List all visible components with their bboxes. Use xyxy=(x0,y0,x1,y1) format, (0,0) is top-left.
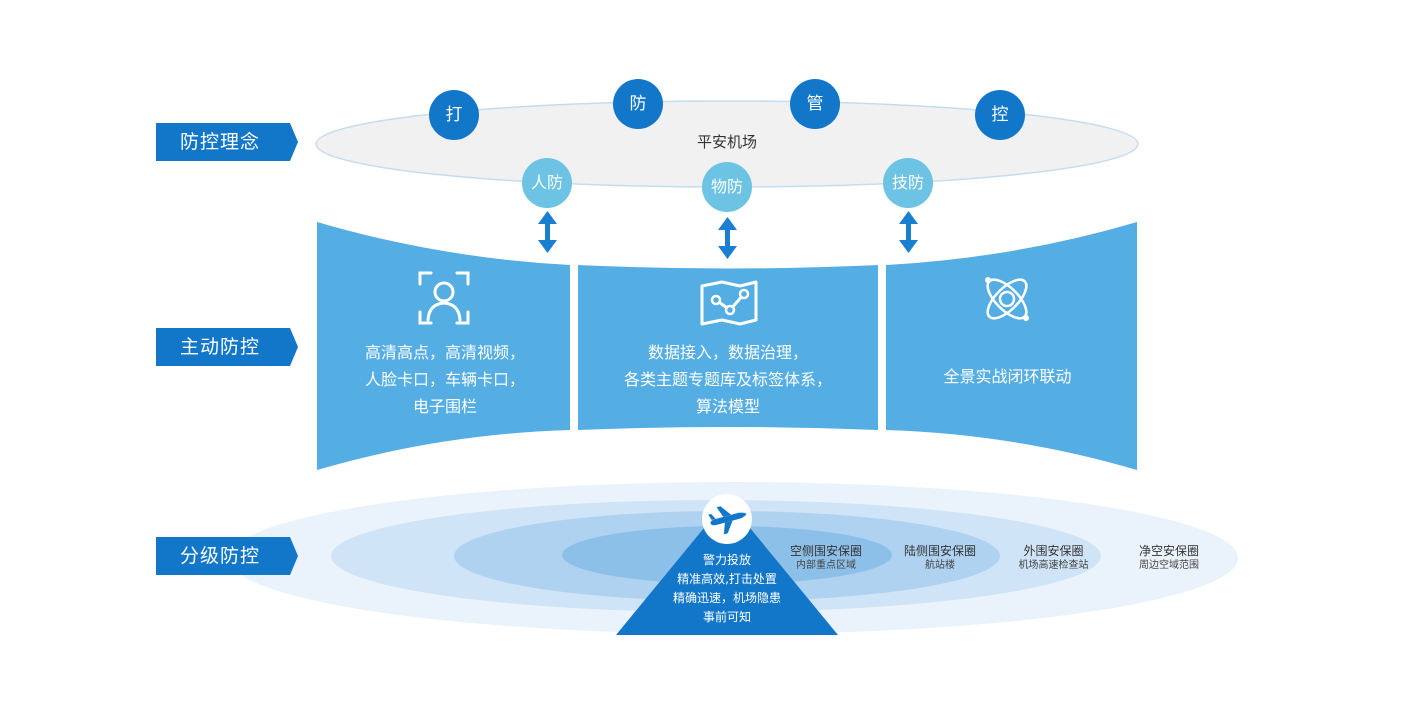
atom-icon xyxy=(985,277,1029,321)
triangle-line: 事前可知 xyxy=(702,610,751,624)
double-arrow-icon xyxy=(899,211,918,253)
panel-left-text: 高清高点，高清视频， 人脸卡口，车辆卡口， 电子围栏 xyxy=(330,339,560,420)
data-map-icon xyxy=(700,280,758,326)
center-label: 平安机场 xyxy=(696,133,757,151)
triangle-text: 警力投放 精准高效,打击处置 精确迅速，机场隐患 事前可知 xyxy=(657,551,797,627)
ring-title: 陆侧围安保圈 xyxy=(903,544,976,558)
ring-subtitle: 机场高速检查站 xyxy=(1018,560,1089,571)
panel-middle-text: 数据接入，数据治理， 各类主题专题库及标签体系， 算法模型 xyxy=(588,339,868,420)
panel-line: 全景实战闭环联动 xyxy=(943,367,1072,386)
panel-right-text: 全景实战闭环联动 xyxy=(900,363,1115,390)
ring-title: 空侧围安保圈 xyxy=(789,544,862,558)
section-graded-label: 分级防控 xyxy=(180,545,261,567)
panel-line: 数据接入，数据治理， xyxy=(647,343,808,362)
triangle-line: 精准高效,打击处置 xyxy=(677,572,777,586)
principle-circle: 防 xyxy=(613,79,663,129)
panel-left-shape xyxy=(317,222,570,470)
ring-title: 净空安保圈 xyxy=(1138,544,1199,558)
airplane-badge xyxy=(702,494,752,544)
double-arrow-icon xyxy=(538,211,557,253)
ring-subtitle: 周边空域范围 xyxy=(1139,560,1199,571)
ring-subtitle: 航站楼 xyxy=(925,560,955,571)
defense-circle: 技防 xyxy=(883,158,933,208)
face-scan-icon xyxy=(418,271,470,325)
panel-line: 算法模型 xyxy=(695,397,760,416)
panel-line: 高清高点，高清视频， xyxy=(364,343,525,362)
section-tag-concept: 防控理念 xyxy=(156,123,298,161)
principle-circle: 控 xyxy=(975,90,1025,140)
panel-line: 电子围栏 xyxy=(412,397,477,416)
section-tag-graded: 分级防控 xyxy=(156,537,298,575)
section-concept-label: 防控理念 xyxy=(180,131,261,153)
principle-circle: 管 xyxy=(790,79,840,129)
ring-label-clearance: 净空安保圈 周边空域范围 xyxy=(1124,543,1214,573)
ring-title: 外围安保圈 xyxy=(1023,544,1084,558)
panel-middle-shape xyxy=(578,265,878,430)
panel-line: 人脸卡口，车辆卡口， xyxy=(364,370,525,389)
triangle-line: 精确迅速，机场隐患 xyxy=(672,591,781,605)
defense-circle: 物防 xyxy=(702,162,752,212)
airplane-icon xyxy=(708,506,747,535)
defense-circle: 人防 xyxy=(522,158,572,208)
ring-label-landside: 陆侧围安保圈 航站楼 xyxy=(895,543,985,573)
triangle-line: 警力投放 xyxy=(702,553,751,567)
section-active-label: 主动防控 xyxy=(180,336,261,358)
response-triangle xyxy=(616,500,838,635)
principle-circle: 打 xyxy=(429,90,479,140)
ring-label-airside: 空侧围安保圈 内部重点区域 xyxy=(781,543,871,573)
panel-line: 各类主题专题库及标签体系， xyxy=(623,370,832,389)
section-tag-active: 主动防控 xyxy=(156,328,298,366)
ring-subtitle: 内部重点区域 xyxy=(796,560,856,571)
ring-label-outer: 外围安保圈 机场高速检查站 xyxy=(1006,543,1101,573)
panel-right-shape xyxy=(886,222,1137,470)
double-arrow-icon xyxy=(718,217,737,259)
